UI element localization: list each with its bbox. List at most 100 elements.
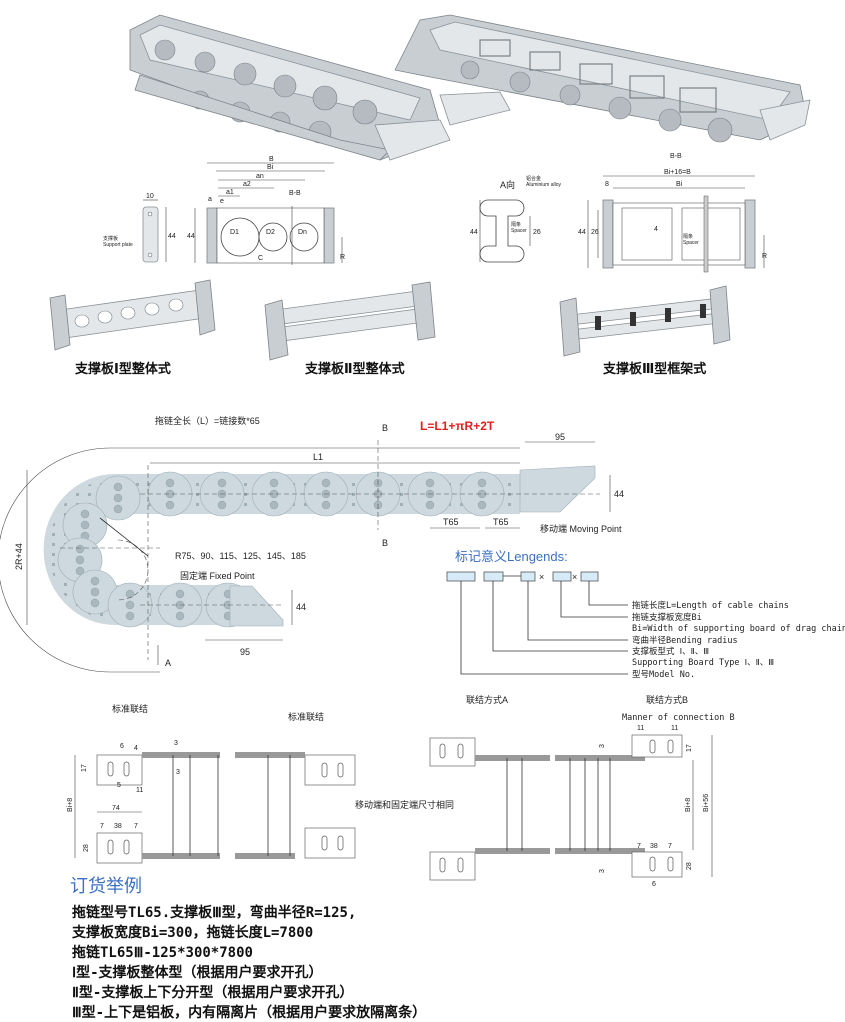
- chain-bolt: [90, 576, 100, 586]
- a-view-label: A向: [500, 179, 515, 190]
- caption-type1: 支撑板Ⅰ型整体式: [74, 361, 171, 376]
- section-mark-b-bottom: B: [382, 538, 388, 548]
- dim-R: R: [762, 253, 767, 260]
- dim-bi8: Bi+8: [685, 798, 692, 812]
- chain-bolt: [165, 500, 175, 510]
- legend-box-model: [446, 571, 476, 582]
- times-sign: ×: [539, 572, 544, 582]
- fixed-point-label: 固定端 Fixed Point: [180, 570, 255, 581]
- dim-total: Bi+16=B: [664, 169, 691, 176]
- dim-bi8: Bi+8: [67, 798, 74, 812]
- dim-3: 3: [599, 869, 606, 873]
- chain-bolt: [75, 566, 85, 576]
- order-line: Ⅲ型-上下是铝板，内有隔离片（根据用户要求放隔离条）: [72, 1004, 426, 1021]
- chain-bolt: [75, 544, 85, 554]
- connection-b-title: 联结方式B: [646, 694, 688, 705]
- dim-11: 11: [671, 725, 678, 732]
- same-dimensions-note: 移动端和固定端尺寸相同: [355, 799, 454, 810]
- dim-4: 4: [654, 226, 658, 233]
- dim-38: 38: [114, 823, 122, 830]
- order-example-title: 订货举例: [70, 876, 142, 896]
- dim-a: a: [208, 196, 212, 203]
- chain-bolt: [90, 598, 100, 608]
- chain-bolt: [477, 500, 487, 510]
- dim-26: 26: [533, 229, 541, 236]
- support-plate-photo-type3: [559, 285, 731, 357]
- legend-title: 标记意义Lengends:: [455, 549, 568, 564]
- chain-bolt: [75, 555, 85, 565]
- dim-11: 11: [136, 787, 143, 794]
- chain-bolt: [269, 478, 279, 488]
- support-plate-label-en: Support plate: [103, 242, 133, 248]
- chain-bolt: [113, 482, 123, 492]
- legend-item: Supporting Board Type Ⅰ、Ⅱ、Ⅲ: [632, 658, 774, 668]
- legend-item: 型号Model No.: [632, 670, 695, 680]
- legend-item: 弯曲半径Bending radius: [632, 635, 738, 646]
- dim-an: an: [256, 173, 264, 180]
- type3-section-drawing: B-B Bi+16=B Bi 8 44 26 4 隔条 Spacer R: [578, 153, 767, 273]
- type1-section-drawing: B Bi an a2 a1 a e B-B 44 D1 D2 Dn C R: [187, 156, 345, 265]
- dim-3: 3: [174, 740, 178, 747]
- caption-type2: 支撑板Ⅱ型整体式: [304, 361, 405, 376]
- chain-bolt: [217, 478, 227, 488]
- a-view-drawing: A向 铝合金 Aluminium alloy 隔条 Spacer 44 26: [470, 175, 562, 263]
- chain-bolt: [113, 493, 123, 503]
- dim-11: 11: [637, 725, 644, 732]
- dim-44: 44: [578, 229, 586, 236]
- chain-bolt: [125, 589, 135, 599]
- support-plate-label-cn: 支撑板: [103, 235, 118, 242]
- support-plate-photo-type2: [264, 281, 436, 361]
- chain-bolt: [425, 478, 435, 488]
- dim-Bi: Bi: [676, 181, 683, 188]
- order-line: 拖链TL65Ⅲ-125*300*7800: [72, 944, 253, 961]
- chain-bolt: [165, 478, 175, 488]
- dim-17: 17: [686, 744, 693, 752]
- legend-item: 支撑板型式 Ⅰ、Ⅱ、Ⅲ: [632, 646, 709, 657]
- chain-bolt: [217, 500, 227, 510]
- support-plate-photo-type1: [49, 279, 216, 351]
- dim-10: 10: [146, 193, 154, 200]
- caption-type3: 支撑板Ⅲ型框架式: [602, 361, 706, 376]
- dim-4: 4: [134, 745, 138, 752]
- dim-44-top: 44: [614, 489, 624, 499]
- chain-layout-drawing: 拖链全长（L）=链接数*65 L=L1+πR+2T B B L1 95 44 T…: [0, 415, 624, 673]
- support-plate-side-view: 10 44 支撑板 Support plate: [103, 193, 176, 263]
- dim-e: e: [220, 198, 224, 205]
- dim-28: 28: [83, 844, 90, 852]
- dim-t65: T65: [493, 517, 509, 527]
- dim-6: 6: [120, 743, 124, 750]
- dim-3: 3: [599, 744, 606, 748]
- alloy-label-cn: 铝合金: [526, 175, 541, 182]
- alloy-label-en: Aluminium alloy: [526, 182, 562, 188]
- dim-t65: T65: [443, 517, 459, 527]
- standard-connection-title: 标准联结: [288, 711, 324, 722]
- order-line: 拖链型号TL65.支撑板Ⅲ型，弯曲半径R=125,: [72, 904, 356, 921]
- order-line: 支撑板宽度Bi=300，拖链长度L=7800: [71, 924, 313, 941]
- dim-a1: a1: [226, 189, 234, 196]
- chain-bolt: [321, 478, 331, 488]
- dim-C: C: [258, 255, 263, 262]
- order-example: 订货举例 拖链型号TL65.支撑板Ⅲ型，弯曲半径R=125, 支撑板宽度Bi=3…: [70, 876, 426, 1021]
- chain-link-plates: [57, 471, 505, 628]
- moving-point-label: 移动端 Moving Point: [540, 523, 622, 534]
- times-sign: ×: [572, 572, 577, 582]
- connection-drawings: 标准联结 标准联结 联结方式A 联结方式B Manner of connecti…: [67, 694, 735, 888]
- spacer-label-en: Spacer: [683, 240, 699, 246]
- spacer-label-en: Spacer: [511, 228, 527, 234]
- chain-bolt: [321, 500, 331, 510]
- chain-bolt: [477, 478, 487, 488]
- section-label: B-B: [289, 190, 301, 197]
- chain-bolt: [125, 600, 135, 610]
- legend-box-length: [580, 571, 599, 582]
- dim-8: 8: [605, 181, 609, 188]
- chain-bolt: [113, 504, 123, 514]
- dim-44: 44: [168, 233, 176, 240]
- length-formula: L=L1+πR+2T: [420, 419, 495, 433]
- section-label: B-B: [670, 153, 682, 160]
- dim-38: 38: [650, 843, 658, 850]
- dim-95-bottom: 95: [240, 647, 250, 657]
- chain-bolt: [175, 589, 185, 599]
- legend-item: 拖链支撑板宽度Bi: [632, 612, 702, 623]
- chain-bolt: [425, 500, 435, 510]
